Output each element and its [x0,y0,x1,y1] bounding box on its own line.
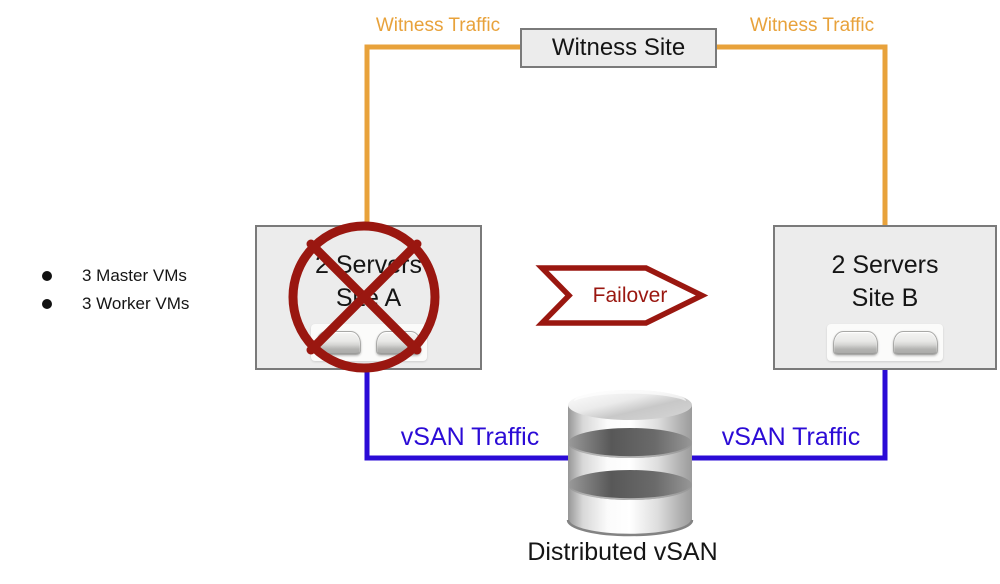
site-b-server-tray [827,324,943,361]
site-a-line1: 2 Servers [315,251,422,279]
site-b-box: 2 Servers Site B [773,225,997,370]
server-disk-icon [832,330,878,355]
witness-site-label: Witness Site [551,34,686,61]
site-a-box: 2 Servers Site A [255,225,482,370]
server-disk-icon [376,330,421,355]
witness-traffic-left-label: Witness Traffic [375,15,501,36]
vm-list-item: 3 Worker VMs [36,290,236,318]
failover-arrow [535,265,709,326]
vm-list-item-label: 3 Worker VMs [82,294,190,313]
witness-site-box: Witness Site [520,28,717,68]
vm-list-item: 3 Master VMs [36,262,236,290]
witness-link-left [364,44,520,225]
witness-link-right [717,44,888,225]
site-a-server-tray [310,324,427,361]
vm-list-item-label: 3 Master VMs [82,266,187,285]
witness-traffic-right-label: Witness Traffic [749,15,875,36]
vm-list: 3 Master VMs 3 Worker VMs [36,262,236,318]
database-icon [566,390,694,537]
bullet-icon [42,271,52,281]
bullet-icon [42,299,52,309]
failover-label: Failover [592,284,668,307]
site-b-line1: 2 Servers [831,251,939,279]
site-a-line2: Site A [335,284,402,312]
server-disk-icon [892,330,938,355]
site-b-line2: Site B [851,284,919,312]
vsan-traffic-right-label: vSAN Traffic [721,423,861,451]
distributed-vsan-label: Distributed vSAN [527,538,718,566]
vsan-traffic-left-label: vSAN Traffic [400,423,540,451]
server-disk-icon [316,330,361,355]
